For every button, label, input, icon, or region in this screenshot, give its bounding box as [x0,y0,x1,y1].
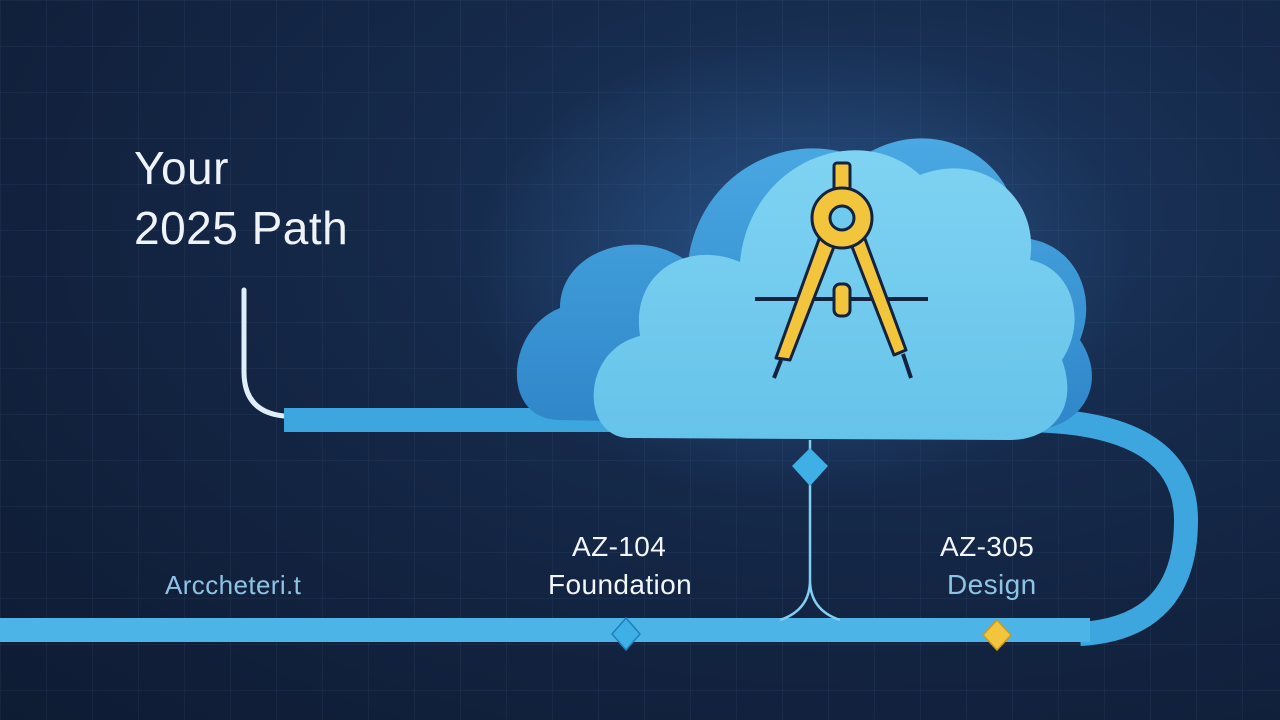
az104-code-label: AZ-104 [572,531,667,562]
headline-line-1: Your [134,142,229,194]
start-stem [241,287,287,419]
headline-line-2: 2025 Path [134,202,349,254]
connector-marker [792,448,828,486]
compass-left-tip [772,359,783,379]
compass-right-tip [901,353,913,379]
az104-title-label: Foundation [548,569,693,600]
upper-path [284,408,1199,646]
az305-title-label: Design [947,569,1037,600]
start-label: Arccheteri.t [165,570,302,600]
connector-line [779,440,841,622]
drafting-compass-icon [755,161,928,379]
compass-hinge-hole [828,204,856,232]
compass-slider [832,282,852,318]
az104-marker [611,616,641,652]
az305-code-label: AZ-305 [940,531,1035,562]
az305-marker [981,618,1013,652]
